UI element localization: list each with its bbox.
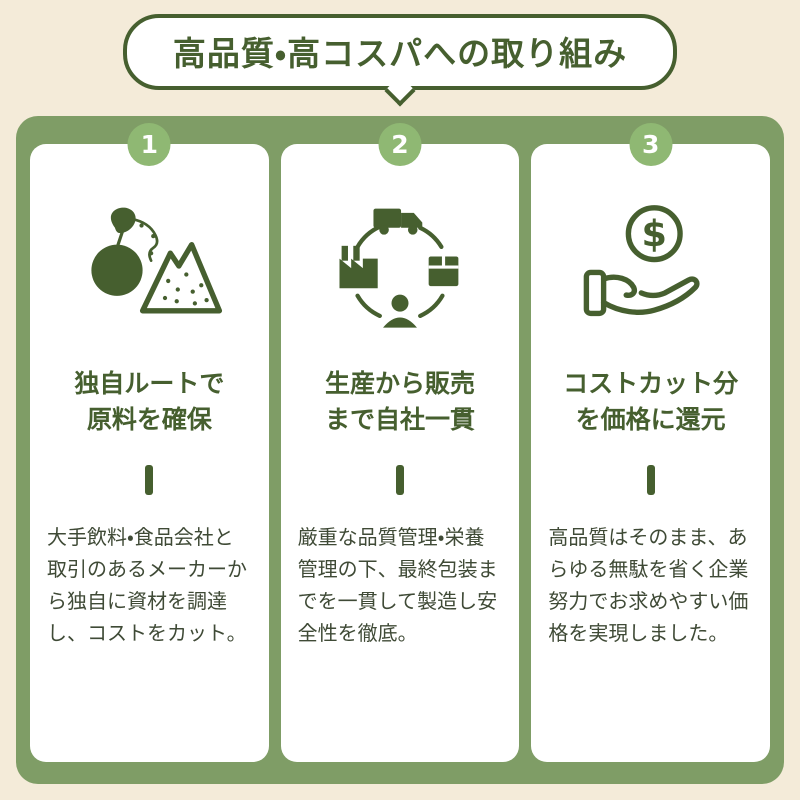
card-body-text: 大手飲料・食品会社と取引のあるメーカーから独自に資材を調達し、コストをカット。	[47, 525, 247, 645]
feature-card: 2	[280, 123, 520, 762]
feature-card: 3 $ コストカット分 を価格に還元	[531, 123, 771, 762]
card-heading-line1: 独自ルートで	[74, 369, 225, 398]
card-heading-line1: 生産から販売	[325, 369, 476, 398]
vertical-divider	[646, 465, 655, 495]
step-number: 2	[391, 130, 409, 159]
card-heading-line2: まで自社一貫	[325, 404, 476, 434]
step-number-badge: 3	[629, 123, 673, 166]
card-heading-line1: コストカット分	[563, 369, 739, 398]
vertical-divider	[145, 465, 154, 495]
feature-card: 1	[30, 123, 269, 762]
card-heading-line2: 原料を確保	[86, 404, 212, 434]
step-number: 1	[140, 130, 159, 159]
card-heading-line2: を価格に還元	[575, 404, 726, 434]
page-title: 高品質・高コスパへの取り組み	[172, 34, 628, 73]
title-box: 高品質・高コスパへの取り組み	[122, 14, 678, 90]
card-heading: 独自ルートで 原料を確保	[74, 366, 224, 437]
card-heading: コストカット分 を価格に還元	[563, 366, 738, 437]
title-bubble: 高品質・高コスパへの取り組み	[122, 14, 678, 107]
step-number-badge: 1	[127, 123, 171, 166]
svg-text:$: $	[641, 213, 666, 256]
supply-chain-cycle-icon	[331, 190, 469, 342]
card-heading: 生産から販売 まで自社一貫	[325, 366, 475, 437]
card-body-text: 厳重な品質管理・栄養管理の下、最終包装までを一貫して製造し安全性を徹底。	[297, 525, 498, 645]
card-body-text: 高品質はそのまま、あらゆる無駄を省く企業努力でお求めやすい価格を実現しました。	[548, 525, 749, 645]
hand-coin-icon: $	[581, 190, 721, 342]
step-number-badge: 2	[378, 123, 422, 166]
step-number: 3	[641, 130, 660, 159]
fruit-mountain-icon	[74, 190, 224, 342]
vertical-divider	[396, 465, 404, 495]
features-panel: 1	[16, 116, 784, 784]
